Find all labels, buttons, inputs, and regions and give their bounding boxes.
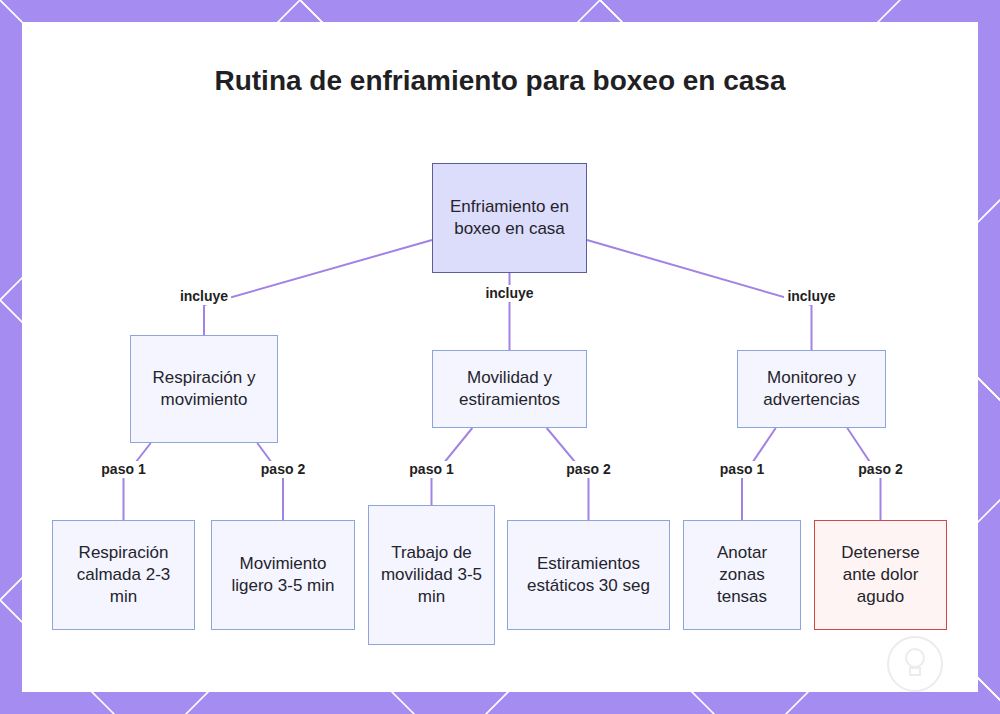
node-text: Monitoreo y advertencias — [748, 367, 875, 411]
node-text: Enfriamiento en boxeo en casa — [443, 196, 576, 240]
connector-line — [257, 443, 283, 520]
edge-label: paso 1 — [406, 461, 456, 478]
connector-line — [204, 240, 432, 335]
process-box: Respiración calmada 2-3 min — [52, 520, 195, 630]
process-box: Respiración y movimiento — [130, 335, 278, 443]
process-box: Movilidad y estiramientos — [432, 350, 587, 428]
node-text: Movimiento ligero 3-5 min — [222, 553, 344, 597]
node-text: Movilidad y estiramientos — [443, 367, 576, 411]
connector-line — [124, 443, 151, 520]
edge-label: paso 2 — [855, 461, 905, 478]
node-text: Respiración calmada 2-3 min — [63, 542, 184, 608]
connector-line — [587, 240, 812, 350]
process-box: Movimiento ligero 3-5 min — [211, 520, 355, 630]
node-text: Estiramientos estáticos 30 seg — [518, 553, 659, 597]
edge-label: paso 2 — [563, 461, 613, 478]
edge-label: incluye — [784, 288, 838, 305]
node-text: Respiración y movimiento — [141, 367, 267, 411]
node-text: Anotar zonas tensas — [694, 542, 790, 608]
warning-box: Detenerse ante dolor agudo — [814, 520, 947, 630]
node-text: Trabajo de movilidad 3-5 min — [379, 542, 484, 608]
process-box: Monitoreo y advertencias — [737, 350, 886, 428]
process-box: Trabajo de movilidad 3-5 min — [368, 505, 495, 645]
node-text: Detenerse ante dolor agudo — [825, 542, 936, 608]
process-box: Anotar zonas tensas — [683, 520, 801, 630]
root-box: Enfriamiento en boxeo en casa — [432, 163, 587, 273]
edge-label: paso 2 — [258, 461, 308, 478]
corner-badge — [888, 637, 942, 691]
edge-label: incluye — [177, 288, 231, 305]
diagram-title: Rutina de enfriamiento para boxeo en cas… — [200, 62, 800, 100]
process-box: Estiramientos estáticos 30 seg — [507, 520, 670, 630]
edge-label: paso 1 — [717, 461, 767, 478]
edge-label: paso 1 — [98, 461, 148, 478]
panel — [22, 22, 978, 692]
edge-label: incluye — [482, 285, 536, 302]
